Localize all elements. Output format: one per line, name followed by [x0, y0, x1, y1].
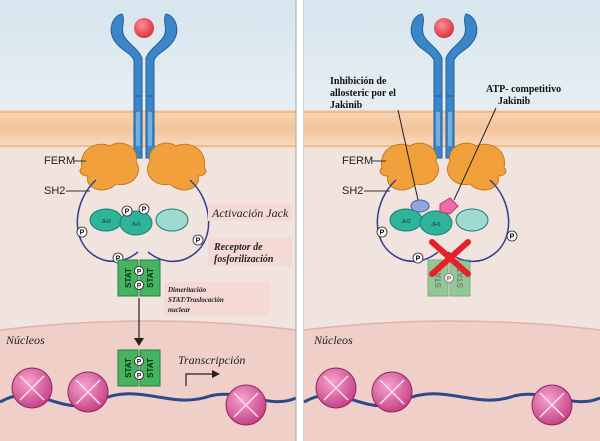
- dimer-label-line3: nuclear: [168, 306, 190, 314]
- sh2-label: SH2: [44, 185, 65, 197]
- jh2-label: JH2: [101, 219, 111, 225]
- ferm-domain-right: [379, 142, 507, 191]
- svg-text:P: P: [196, 238, 201, 245]
- receptor-label-line1: Receptor de: [213, 242, 263, 253]
- panel-divider: [296, 0, 304, 441]
- nucleosome-1: [11, 367, 53, 409]
- stat-dimer-cytoplasm: STAT STAT P P: [117, 259, 161, 297]
- allosteric-label-line1: Inhibición de: [330, 76, 387, 87]
- svg-text:P: P: [80, 230, 85, 237]
- allosteric-label-line3: Jakinib: [330, 100, 363, 111]
- stat-dimer-nucleus: STAT STAT P P: [117, 349, 161, 387]
- svg-text:P: P: [137, 269, 142, 276]
- ferm-domain-left: [79, 142, 207, 191]
- atp-competitive-jakinib: [439, 197, 459, 215]
- svg-text:P: P: [137, 373, 142, 380]
- svg-text:P: P: [116, 256, 121, 263]
- dimer-label-line2: STAT/Traslocación: [168, 296, 224, 304]
- svg-text:STAT: STAT: [146, 268, 155, 288]
- jak-phospho-groups-right: P P P: [376, 226, 518, 264]
- svg-text:P: P: [510, 234, 515, 241]
- ferm-label-right: FERM: [342, 155, 373, 167]
- svg-text:STAT: STAT: [124, 268, 133, 288]
- left-panel: JH2 JH1 P P P P P FERM SH2 Activación Ja…: [0, 0, 297, 441]
- jh1-label: JH1: [131, 222, 141, 228]
- cytokine-ligand-right: [434, 18, 454, 38]
- ferm-label: FERM: [44, 155, 75, 167]
- nucleosome-right-2: [371, 371, 413, 413]
- cytokine-receptor-right: [410, 13, 478, 159]
- jak-phospho-groups: P P P P P: [76, 203, 204, 264]
- cytokine-ligand: [134, 18, 154, 38]
- svg-text:P: P: [137, 359, 142, 366]
- allosteric-label-line2: allosteric por el: [330, 88, 396, 99]
- jak-kinase-domains-right: JH2 JH1: [389, 208, 489, 236]
- svg-text:P: P: [125, 209, 130, 216]
- svg-text:P: P: [142, 207, 147, 214]
- svg-text:P: P: [447, 276, 452, 283]
- nucleosome-3: [225, 384, 267, 426]
- svg-text:STAT: STAT: [456, 268, 465, 288]
- atp-label-line2: Jakinib: [498, 96, 531, 107]
- nucleus-label: Núcleos: [5, 333, 45, 347]
- svg-text:JH1: JH1: [431, 222, 441, 228]
- right-panel: JH2 JH1 P P P FERM SH2 Inhibición de all…: [303, 0, 600, 441]
- svg-text:P: P: [137, 283, 142, 290]
- svg-text:P: P: [380, 230, 385, 237]
- svg-text:JH2: JH2: [401, 219, 411, 225]
- svg-text:P: P: [416, 256, 421, 263]
- allosteric-jakinib: [410, 199, 430, 213]
- transcription-label: Transcripción: [178, 353, 245, 367]
- nucleosome-right-3: [531, 384, 573, 426]
- nucleus-label-right: Núcleos: [313, 333, 353, 347]
- nucleosome-right-1: [315, 367, 357, 409]
- inhibition-cross-icon: [429, 239, 471, 277]
- svg-text:STAT: STAT: [146, 358, 155, 378]
- transcription-arrow: [185, 373, 214, 386]
- dimer-label-line1: Dimeritación: [167, 286, 206, 294]
- svg-text:STAT: STAT: [124, 358, 133, 378]
- jak-chain-right: [147, 179, 210, 263]
- cytokine-receptor: [110, 13, 178, 159]
- sh2-label-right: SH2: [342, 185, 363, 197]
- svg-text:STAT: STAT: [434, 268, 443, 288]
- activation-label: Activación Jack: [211, 206, 289, 220]
- atp-label-line1: ATP- competitivo: [486, 84, 561, 95]
- receptor-label-line2: fosforilización: [214, 254, 274, 265]
- jak-kinase-domains: JH2 JH1: [89, 208, 189, 236]
- nucleosome-2: [67, 371, 109, 413]
